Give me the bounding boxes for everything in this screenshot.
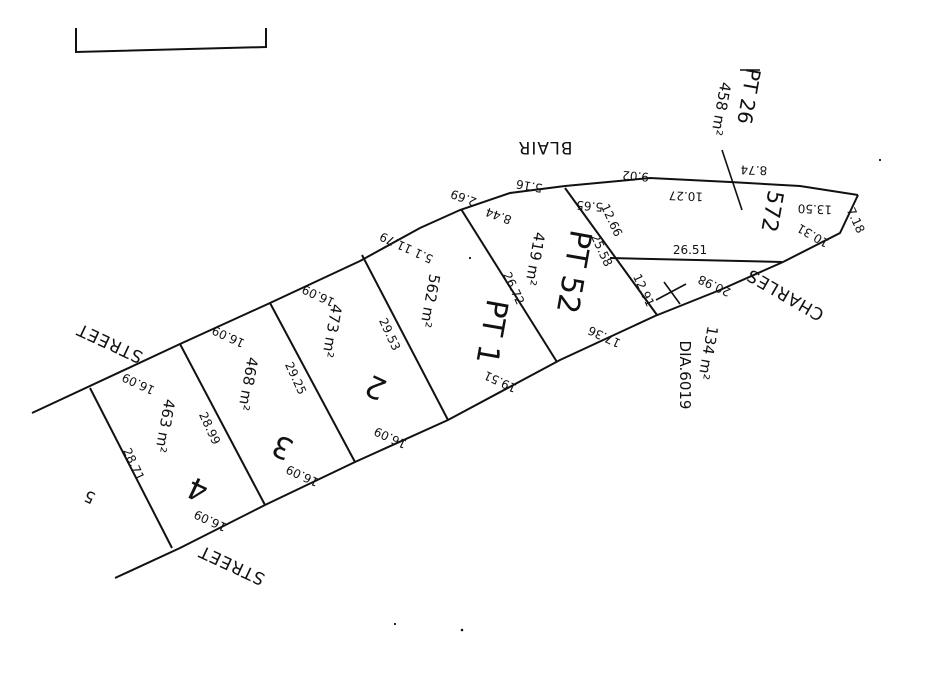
dim-lot3-rear: 16.09 [284, 462, 321, 489]
dim-28-99: 28.99 [196, 410, 223, 447]
lot-area-pt26: 458 m² [707, 81, 734, 137]
speck [460, 628, 464, 632]
dim-8-74: 8.74 [740, 163, 767, 178]
dim-9-02: 9.02 [622, 168, 650, 184]
divider-pt1-pt52 [460, 208, 558, 363]
lot-label-pt26: PT 26 [732, 67, 765, 126]
street-label-bottom: STREET [196, 540, 269, 588]
speck [878, 158, 882, 162]
scale-bracket [75, 28, 267, 54]
boundary-charles-street [114, 194, 859, 579]
dim-13-50: 13.50 [797, 201, 832, 216]
lot-label-572: 572 [755, 188, 787, 234]
dim-5-16: 5.16 [515, 177, 544, 195]
dim-10-27: 10.27 [668, 188, 703, 203]
divider-pt26 [721, 149, 743, 211]
dim-lot4-front: 16.09 [120, 370, 157, 397]
lot-label-4: 4 [182, 469, 214, 509]
lot-area-3: 468 m² [234, 356, 261, 412]
lot-label-2: 2 [360, 367, 392, 407]
speck [393, 622, 397, 626]
dim-5-65: 5.65 [576, 198, 604, 214]
dim-29-25: 29.25 [282, 360, 309, 397]
dim-26-51: 26.51 [673, 243, 707, 257]
dim-12-91: 12.91 [630, 272, 657, 309]
dia-label: DIA.6019 [676, 341, 694, 410]
lot-label-3: 3 [267, 427, 299, 467]
dim-lot4-rear: 16.09 [192, 507, 229, 534]
dim-8-44: 8.44 [484, 205, 514, 227]
street-label-charles: CHARLES [743, 264, 828, 324]
dim-lot3-front: 16.09 [210, 323, 247, 350]
dim-28-71: 28.71 [120, 446, 147, 483]
divider-pt52-dia [564, 187, 658, 316]
divider-26-51 [609, 257, 783, 263]
divider-lot4-lot3 [179, 343, 266, 506]
lot-area-4: 463 m² [151, 398, 178, 454]
boundary-blair-street [31, 176, 859, 414]
street-label-top: STREET [74, 318, 147, 366]
dim-7-18: 7.18 [844, 205, 868, 235]
divider-lot3-lot2 [269, 302, 356, 463]
dim-20-98: 20.98 [696, 272, 733, 299]
divider-lot5-lot4 [89, 387, 173, 549]
lot-label-pt1: PT 1 [468, 297, 514, 367]
dim-lot2-front: 16.09 [300, 282, 337, 309]
dim-29-53: 29.53 [376, 316, 403, 353]
lot-area-2: 473 m² [318, 303, 345, 359]
lot-area-pt52: 419 m² [521, 231, 548, 287]
dim-2-69: 2.69 [449, 187, 479, 209]
divider-lot2-pt1 [361, 254, 449, 421]
lot-area-pt1: 562 m² [416, 273, 443, 329]
dia-area: 134 m² [694, 325, 721, 381]
speck [468, 256, 472, 260]
street-label-blair: BLAIR [518, 137, 573, 157]
lot-label-5: 5 [81, 486, 98, 508]
dia-cross [663, 281, 681, 305]
